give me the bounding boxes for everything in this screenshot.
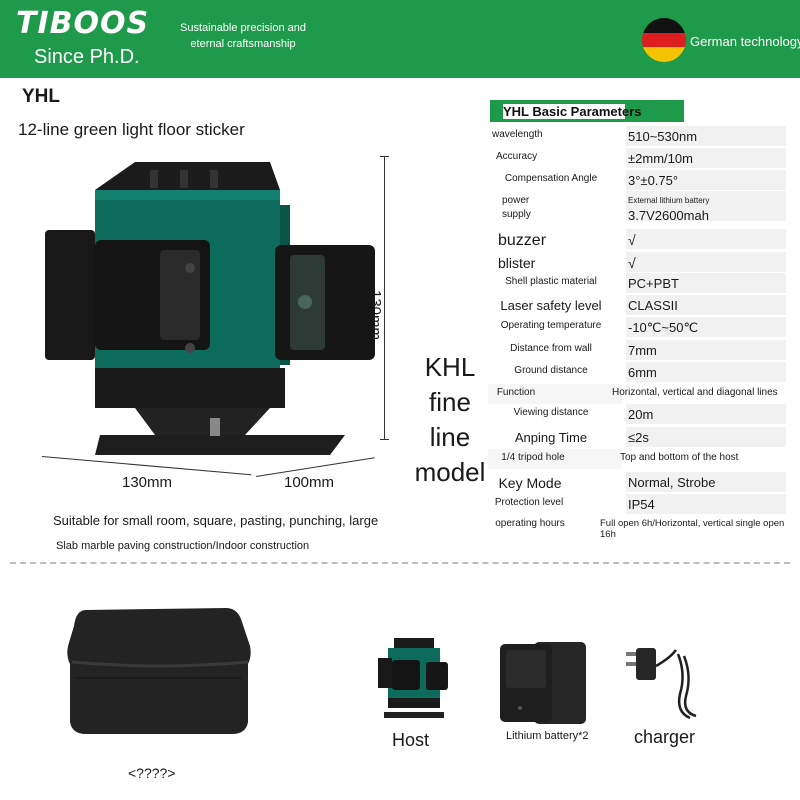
param-label: power supply (502, 195, 531, 220)
param-label: 1/4 tripod hole (501, 452, 565, 463)
slogan-text: Sustainable precision and eternal crafts… (180, 22, 306, 50)
charger-image (626, 648, 697, 720)
param-label: Operating temperature (500, 320, 602, 331)
carrying-bag-image (67, 608, 251, 734)
param-label: buzzer (498, 232, 547, 249)
params-title: YHL Basic Parameters (497, 104, 642, 119)
model-line-1: KHL (424, 352, 476, 382)
param-label: wavelength (492, 129, 543, 140)
model-line-4: model (414, 457, 486, 487)
param-note: External lithium battery (628, 196, 710, 205)
height-dimension-label: 130mm (367, 290, 384, 341)
product-brand: YHL (22, 86, 60, 107)
param-label: Function (496, 387, 536, 398)
param-value: ±2mm/10m (628, 151, 693, 166)
model-line-2: fine (429, 387, 471, 417)
section-divider (10, 562, 790, 564)
param-value: PC+PBT (628, 276, 679, 291)
brand-logo: TIBOOS (16, 6, 150, 41)
german-technology-text: German technology (690, 34, 800, 49)
param-value: IP54 (628, 497, 655, 512)
param-value: 7mm (628, 343, 657, 358)
param-label: Compensation Angle (504, 173, 598, 184)
param-label: Ground distance (514, 365, 588, 376)
param-value: √ (628, 255, 636, 271)
param-value: 20m (628, 407, 654, 422)
param-label: Protection level (494, 497, 564, 508)
product-subtitle: 12-line green light floor sticker (18, 120, 245, 139)
param-value: Top and bottom of the host (620, 452, 739, 463)
depth-dimension-label: 100mm (284, 474, 335, 491)
construction-text: Slab marble paving construction/Indoor c… (56, 540, 310, 552)
header-banner: TIBOOS Since Ph.D. Sustainable precision… (0, 0, 800, 78)
param-label: operating hours (495, 518, 565, 529)
param-value: -10℃~50℃ (628, 320, 699, 335)
param-value: Full open 6h/Horizontal, vertical single… (600, 518, 785, 540)
height-dimension-line (380, 156, 389, 440)
host-device-image (378, 638, 448, 718)
model-line-3: line (429, 422, 471, 452)
param-label: Accuracy (496, 151, 538, 162)
german-flag-icon (642, 18, 686, 62)
param-value: √ (628, 232, 636, 248)
param-value: 3.7V2600mah (628, 208, 709, 223)
param-label: Viewing distance (513, 407, 589, 418)
lithium-battery-image (500, 642, 586, 724)
param-label: Shell plastic material (505, 276, 597, 287)
param-label: blister (498, 255, 536, 271)
param-label: Key Mode (498, 475, 562, 491)
model-name: KHL fine line model (414, 350, 486, 490)
since-text: Since Ph.D. (34, 46, 140, 68)
charger-label: charger (634, 727, 696, 747)
param-value: Horizontal, vertical and diagonal lines (612, 387, 778, 398)
param-value: 6mm (628, 365, 657, 380)
width-dimension-label: 130mm (122, 474, 173, 491)
param-label: Anping Time (514, 430, 588, 445)
param-label: Distance from wall (510, 343, 592, 354)
laser-level-image (45, 162, 375, 455)
param-label: Laser safety level (500, 298, 602, 313)
param-value: CLASSII (628, 298, 678, 313)
param-value: Normal, Strobe (628, 475, 716, 490)
param-value: ≤2s (628, 430, 649, 445)
param-value: 510~530nm (628, 129, 698, 144)
battery-label: Lithium battery*2 (506, 730, 589, 742)
host-label: Host (392, 730, 430, 750)
suitable-text: Suitable for small room, square, pasting… (53, 513, 379, 528)
param-value: 3°±0.75° (628, 173, 679, 188)
bag-label: <????> (128, 765, 176, 781)
